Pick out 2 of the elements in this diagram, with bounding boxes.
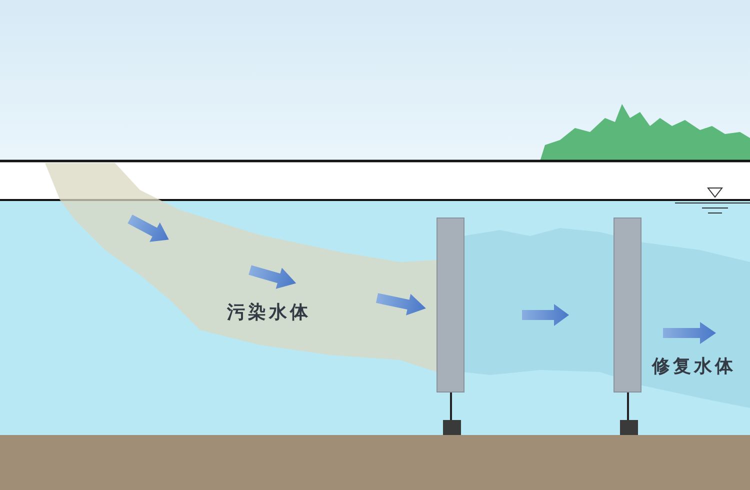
water-label: 污染水体 (227, 301, 311, 324)
water-label: 修复水体 (652, 355, 736, 378)
